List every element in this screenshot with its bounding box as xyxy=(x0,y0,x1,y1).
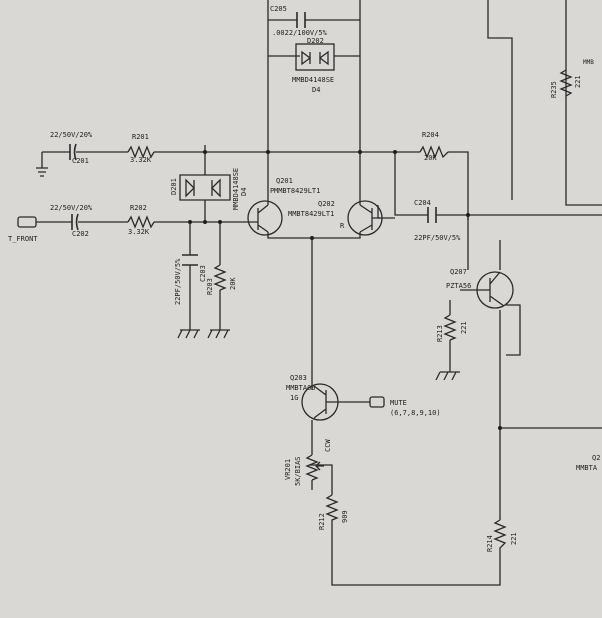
resistor-r235 xyxy=(559,69,573,97)
q207-part: PZTA56 xyxy=(446,282,471,290)
q201-ref: Q201 xyxy=(276,177,293,185)
q202-ref: Q202 xyxy=(318,200,335,208)
wires xyxy=(36,0,602,586)
mute-connector xyxy=(369,396,385,408)
diode-d201 xyxy=(185,178,221,198)
q203-pin: 1G xyxy=(290,394,298,402)
capacitor-c203 xyxy=(182,254,198,266)
transistor-q207 xyxy=(476,271,514,309)
capacitor-c204 xyxy=(427,207,437,223)
resistor-r201 xyxy=(127,145,155,159)
capacitor-c202 xyxy=(71,213,79,231)
d202-part: MMBD4148SE xyxy=(292,76,334,84)
q203-ref: Q203 xyxy=(290,374,307,382)
q-right-partial-part: MMBTA xyxy=(576,464,598,472)
resistor-r212 xyxy=(325,494,339,555)
vr201-tap: CCW xyxy=(324,439,332,452)
d201-sub: D4 xyxy=(240,188,248,196)
r203-ref: R203 xyxy=(206,278,214,295)
c201-value: 22/50V/20% xyxy=(50,131,93,139)
q207-ref: Q207 xyxy=(450,268,467,276)
d202-ref: D202 xyxy=(307,37,324,45)
resistor-r213 xyxy=(443,314,457,341)
input-label: T_FRONT xyxy=(8,235,38,243)
q203-part: MMBTA06 xyxy=(286,384,316,392)
capacitor-c205 xyxy=(284,12,318,28)
junction-dots xyxy=(188,150,502,430)
resistor-r203 xyxy=(213,264,227,291)
c203-value: 22PF/50V/5% xyxy=(174,258,182,305)
resistor-r202 xyxy=(127,215,155,229)
c205-ref: C205 xyxy=(270,5,287,13)
r214-value: 221 xyxy=(510,532,518,545)
transistor-q203 xyxy=(301,383,339,421)
r235-ref: R235 xyxy=(550,81,558,98)
r201-value: 3.32K xyxy=(130,156,152,164)
c205-value: .0022/100V/5% xyxy=(272,29,328,37)
r204-ref: R204 xyxy=(422,131,439,139)
vr201-value: 5K/BIAS xyxy=(294,456,302,486)
q202-pin: R xyxy=(340,222,345,230)
r213-value: 221 xyxy=(460,321,468,334)
r235-partial-label: MMB xyxy=(583,59,594,66)
r235-value: 221 xyxy=(574,75,582,88)
c202-ref: C202 xyxy=(72,230,89,238)
input-connector xyxy=(17,216,37,228)
potentiometer-vr201 xyxy=(305,454,324,481)
c204-value: 22PF/50V/5% xyxy=(414,234,461,242)
r203-value: 20K xyxy=(229,277,237,290)
capacitor-c201 xyxy=(69,143,77,161)
q201-pin: P xyxy=(270,187,274,195)
q201-part: MMBT8429LT1 xyxy=(274,187,320,195)
r212-ref: R212 xyxy=(318,513,326,530)
r202-ref: R202 xyxy=(130,204,147,212)
d202-sub: D4 xyxy=(312,86,320,94)
r213-ref: R213 xyxy=(436,325,444,342)
d201-ref: D201 xyxy=(170,178,178,195)
d201-part: MMBD4148SE xyxy=(232,168,240,210)
transistor-q201 xyxy=(247,200,283,236)
r201-ref: R201 xyxy=(132,133,149,141)
r212-value: 909 xyxy=(341,510,349,523)
q202-part: MMBT8429LT1 xyxy=(288,210,334,218)
mute-pins: (6,7,8,9,10) xyxy=(390,409,441,417)
c202-value: 22/50V/20% xyxy=(50,204,93,212)
transistor-q202 xyxy=(347,200,383,236)
c201-ref: C201 xyxy=(72,157,89,165)
resistor-r204 xyxy=(419,145,449,159)
mute-label: MUTE xyxy=(390,399,407,407)
resistor-r214 xyxy=(493,519,507,555)
r202-value: 3.32K xyxy=(128,228,150,236)
c204-ref: C204 xyxy=(414,199,431,207)
ground-symbols xyxy=(177,329,457,381)
r214-ref: R214 xyxy=(486,535,494,552)
diode-d202 xyxy=(295,43,335,71)
q-right-partial-ref: Q2 xyxy=(592,454,600,462)
r204-value: 20K xyxy=(424,154,437,162)
c203-ref: C203 xyxy=(199,265,207,282)
vr201-ref: VR201 xyxy=(284,459,292,480)
